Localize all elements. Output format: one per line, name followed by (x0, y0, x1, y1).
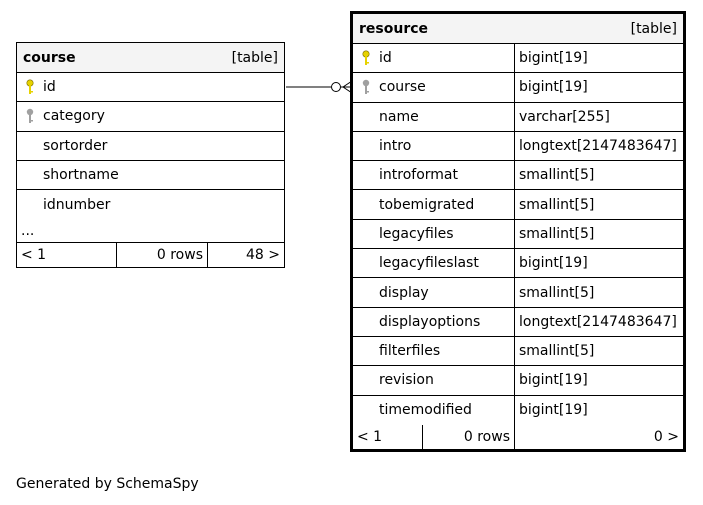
resource-column-row[interactable]: revision bigint[19] (353, 366, 683, 396)
resource-column-row[interactable]: tobemigrated smallint[5] (353, 190, 683, 220)
primary-key-icon (26, 79, 34, 95)
resource-column-type: bigint[19] (514, 73, 683, 102)
resource-table-footer: < 1 0 rows 0 > (353, 424, 683, 449)
resource-table-header[interactable]: resource [table] (353, 14, 683, 44)
course-column-name-cell: id (17, 73, 284, 101)
course-table-kind: [table] (231, 49, 278, 66)
resource-column-name: legacyfiles (379, 225, 454, 242)
course-column-name-cell: category (17, 102, 284, 130)
course-column-name-cell: sortorder (17, 132, 284, 160)
resource-column-name-cell: tobemigrated (353, 190, 514, 218)
resource-table[interactable]: resource [table] id bigint[19] course bigin… (350, 11, 686, 452)
course-table-name: course (23, 49, 76, 66)
course-row-count: 0 rows (117, 243, 208, 268)
resource-column-row[interactable]: legacyfileslast bigint[19] (353, 249, 683, 279)
course-column-row[interactable]: category (17, 102, 284, 132)
resource-column-name-cell: name (353, 103, 514, 131)
resource-column-name: id (379, 50, 392, 67)
resource-children-link[interactable]: 0 > (653, 428, 679, 445)
resource-column-name: tobemigrated (379, 196, 475, 213)
course-table[interactable]: course [table] id category sortorder shortn… (16, 42, 285, 269)
resource-column-type: smallint[5] (514, 219, 683, 249)
resource-column-type: bigint[19] (514, 366, 683, 395)
resource-column-name: intro (379, 138, 412, 155)
resource-column-name: course (379, 79, 426, 96)
resource-column-name: display (379, 284, 429, 301)
course-column-name-cell: idnumber (17, 190, 284, 219)
course-column-name-cell: shortname (17, 161, 284, 189)
resource-column-name-cell: displayoptions (353, 308, 514, 336)
course-table-header[interactable]: course [table] (17, 43, 284, 73)
resource-column-name: timemodified (379, 402, 472, 419)
resource-column-row[interactable]: course bigint[19] (353, 73, 683, 103)
resource-column-name-cell: course (353, 73, 514, 101)
resource-column-name: filterfiles (379, 343, 441, 360)
resource-column-type: bigint[19] (514, 395, 683, 425)
course-column-name: shortname (43, 167, 119, 184)
resource-column-name: introformat (379, 167, 458, 184)
resource-column-type: smallint[5] (514, 161, 683, 190)
course-children-link[interactable]: 48 > (246, 247, 280, 264)
resource-column-row[interactable]: displayoptions longtext[2147483647] (353, 307, 683, 337)
resource-column-name: name (379, 108, 419, 125)
resource-parents-link[interactable]: < 1 (353, 424, 423, 449)
resource-column-type: bigint[19] (514, 249, 683, 278)
resource-column-name-cell: filterfiles (353, 337, 514, 365)
course-column-name: idnumber (43, 196, 111, 213)
resource-column-name-cell: id (353, 44, 514, 72)
resource-column-row[interactable]: display smallint[5] (353, 278, 683, 308)
course-column-row[interactable]: sortorder (17, 132, 284, 161)
resource-column-name: revision (379, 372, 434, 389)
course-table-footer: < 1 0 rows 48 > (17, 243, 284, 268)
resource-column-type: smallint[5] (514, 190, 683, 219)
course-parents-link[interactable]: < 1 (17, 243, 117, 268)
resource-column-row[interactable]: id bigint[19] (353, 44, 683, 74)
primary-key-icon (362, 50, 370, 66)
resource-column-row[interactable]: intro longtext[2147483647] (353, 131, 683, 162)
resource-column-name-cell: display (353, 278, 514, 306)
course-column-row[interactable]: shortname (17, 161, 284, 191)
foreign-key-icon (362, 80, 370, 95)
resource-column-name-cell: legacyfiles (353, 220, 514, 248)
resource-column-type: smallint[5] (514, 336, 683, 366)
course-column-name: category (43, 108, 105, 125)
resource-column-name-cell: introformat (353, 161, 514, 189)
resource-column-row[interactable]: name varchar[255] (353, 102, 683, 132)
resource-column-name-cell: intro (353, 132, 514, 160)
generated-by-label: Generated by SchemaSpy (16, 476, 199, 492)
resource-column-type: longtext[2147483647] (514, 307, 683, 336)
course-column-name: id (43, 79, 56, 96)
course-column-row[interactable]: idnumber (17, 190, 284, 219)
resource-column-type: varchar[255] (514, 102, 683, 131)
resource-column-type: bigint[19] (514, 44, 683, 73)
course-more-columns: ... (17, 219, 284, 244)
course-column-row[interactable]: id (17, 73, 284, 103)
resource-column-row[interactable]: legacyfiles smallint[5] (353, 219, 683, 250)
resource-column-name-cell: revision (353, 366, 514, 394)
resource-column-row[interactable]: filterfiles smallint[5] (353, 336, 683, 367)
resource-row-count: 0 rows (423, 424, 515, 449)
resource-column-type: smallint[5] (514, 278, 683, 307)
foreign-key-icon (26, 109, 34, 124)
resource-column-row[interactable]: timemodified bigint[19] (353, 395, 683, 425)
resource-table-name: resource (359, 20, 429, 37)
resource-column-row[interactable]: introformat smallint[5] (353, 161, 683, 191)
resource-column-name-cell: timemodified (353, 396, 514, 425)
course-column-name: sortorder (43, 137, 108, 154)
resource-table-kind: [table] (630, 20, 677, 37)
resource-column-type: longtext[2147483647] (514, 131, 683, 161)
resource-column-name: displayoptions (379, 313, 481, 330)
resource-column-name-cell: legacyfileslast (353, 249, 514, 277)
resource-column-name: legacyfileslast (379, 255, 479, 272)
